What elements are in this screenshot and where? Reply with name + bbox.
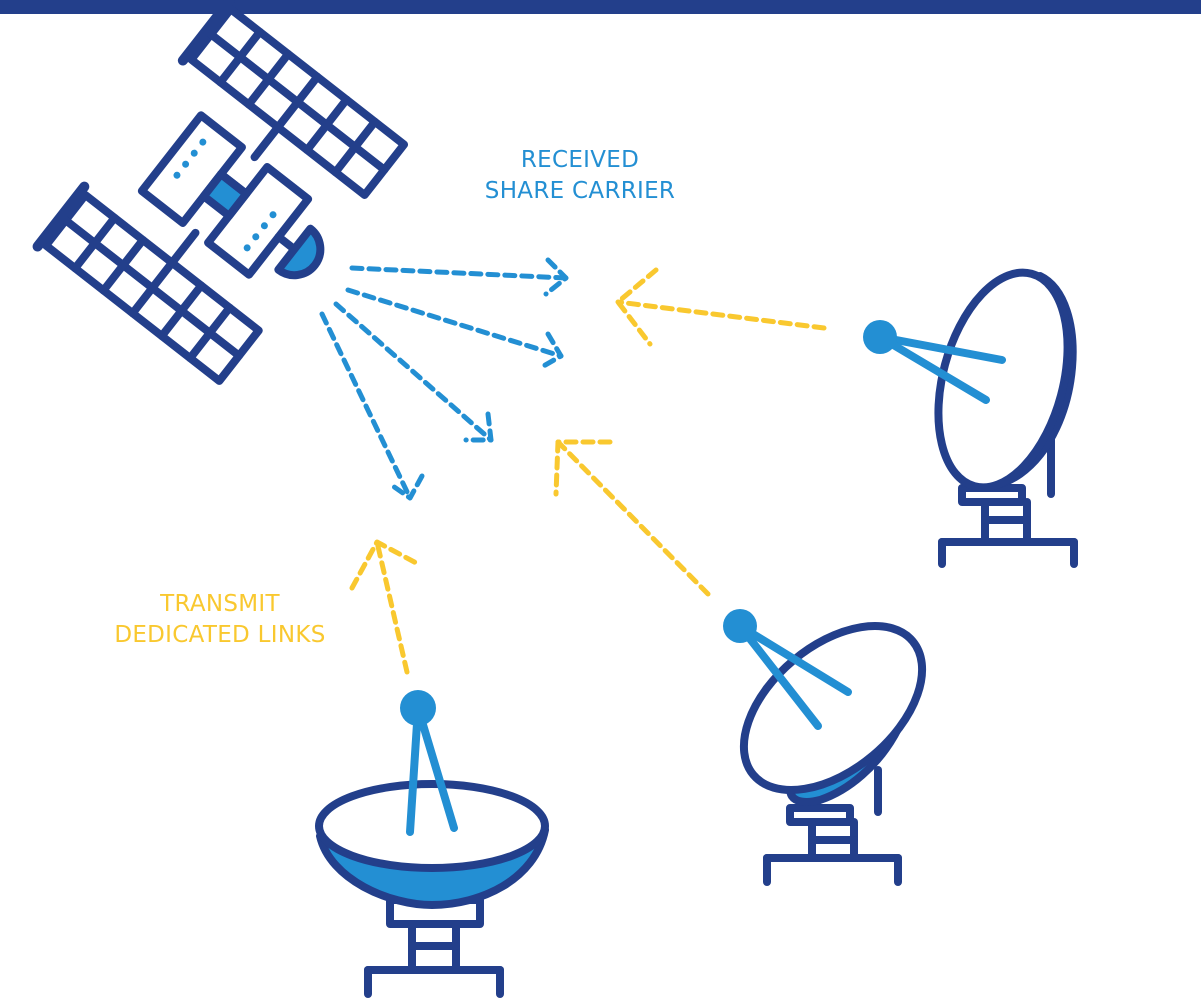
received-signal-arrows (319, 257, 569, 501)
arrow-received-2 (345, 287, 564, 371)
dish-feed (863, 320, 1006, 404)
transmit-label-line2: DEDICATED LINKS (114, 622, 326, 648)
satellite-antenna (274, 224, 325, 280)
received-label-line1: RECEIVED (520, 147, 640, 173)
arrow-received-3 (333, 301, 494, 443)
dish-feed (400, 690, 458, 836)
satellite-dish-icon (315, 690, 549, 998)
satellite-icon (32, 0, 409, 385)
transmit-signal-arrows (349, 267, 827, 675)
dish-pedestal (763, 766, 902, 886)
arrow-received-1 (349, 257, 569, 297)
dish-bowl (739, 621, 927, 806)
top-border-bar (0, 0, 1201, 14)
arrow-transmit-bottom (349, 539, 423, 675)
received-label-line2: SHARE CARRIER (484, 178, 676, 204)
dish-pedestal (364, 896, 504, 998)
satellite-body (137, 111, 313, 279)
arrow-received-4 (319, 311, 425, 501)
satellite-dish-icon (723, 609, 927, 886)
solar-panel-upper (177, 0, 409, 199)
dish-bowl (934, 268, 1077, 492)
transmit-dedicated-links-label: TRANSMIT DEDICATED LINKS (100, 589, 340, 651)
satellite-dish-icon (863, 268, 1078, 568)
arrow-transmit-middle (553, 439, 711, 597)
arrow-transmit-right (615, 267, 827, 347)
dish-bowl (315, 780, 549, 909)
received-share-carrier-label: RECEIVED SHARE CARRIER (470, 145, 690, 207)
dish-feed (723, 609, 852, 730)
transmit-label-line1: TRANSMIT (160, 591, 280, 617)
